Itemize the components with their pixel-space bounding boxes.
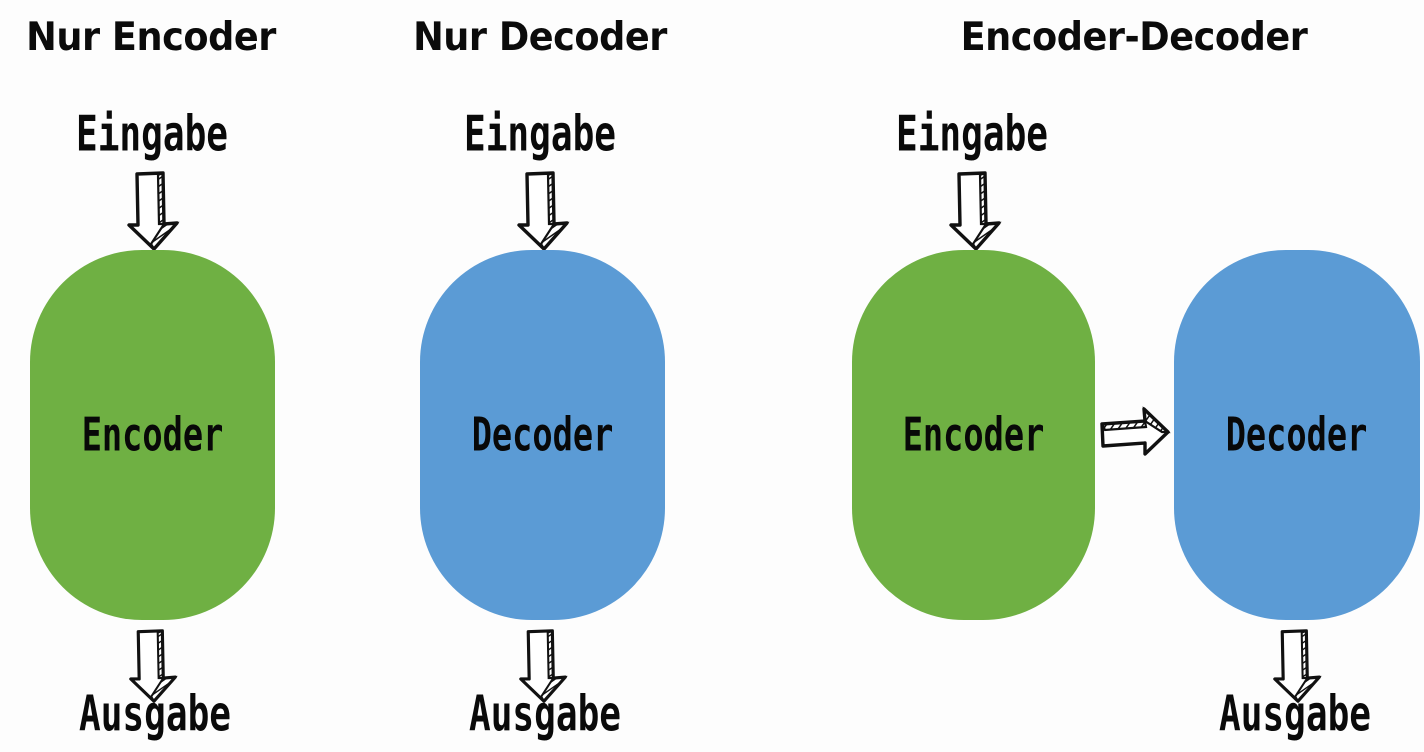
output-label-encoder-only: Ausgabe bbox=[78, 685, 232, 743]
panel-title-encoder-decoder: Encoder-Decoder bbox=[960, 15, 1308, 60]
arrow-down-icon-input-decoder-only bbox=[508, 170, 580, 252]
block-encoder-panel1: Encoder bbox=[30, 250, 275, 620]
block-label-encoder-panel1: Encoder bbox=[81, 407, 224, 462]
panel-title-encoder-only: Nur Encoder bbox=[26, 15, 276, 60]
output-label-decoder-only: Ausgabe bbox=[468, 685, 622, 743]
block-label-encoder-panel3: Encoder bbox=[902, 407, 1045, 462]
input-label-encoder-only: Eingabe bbox=[75, 105, 229, 163]
block-decoder-panel2: Decoder bbox=[420, 250, 665, 620]
arrow-down-icon-input-encoder-only bbox=[118, 170, 190, 252]
arrow-right-icon-encoder-to-decoder bbox=[1098, 404, 1172, 466]
panel-title-decoder-only: Nur Decoder bbox=[413, 15, 667, 60]
block-encoder-panel3: Encoder bbox=[852, 250, 1095, 620]
block-label-decoder-panel2: Decoder bbox=[471, 407, 614, 462]
input-label-encoder-decoder: Eingabe bbox=[895, 105, 1049, 163]
block-label-decoder-panel3: Decoder bbox=[1226, 407, 1368, 462]
input-label-decoder-only: Eingabe bbox=[463, 105, 617, 163]
arrow-down-icon-input-encoder-decoder bbox=[940, 170, 1012, 252]
output-label-encoder-decoder: Ausgabe bbox=[1218, 685, 1372, 743]
block-decoder-panel3: Decoder bbox=[1174, 250, 1420, 620]
